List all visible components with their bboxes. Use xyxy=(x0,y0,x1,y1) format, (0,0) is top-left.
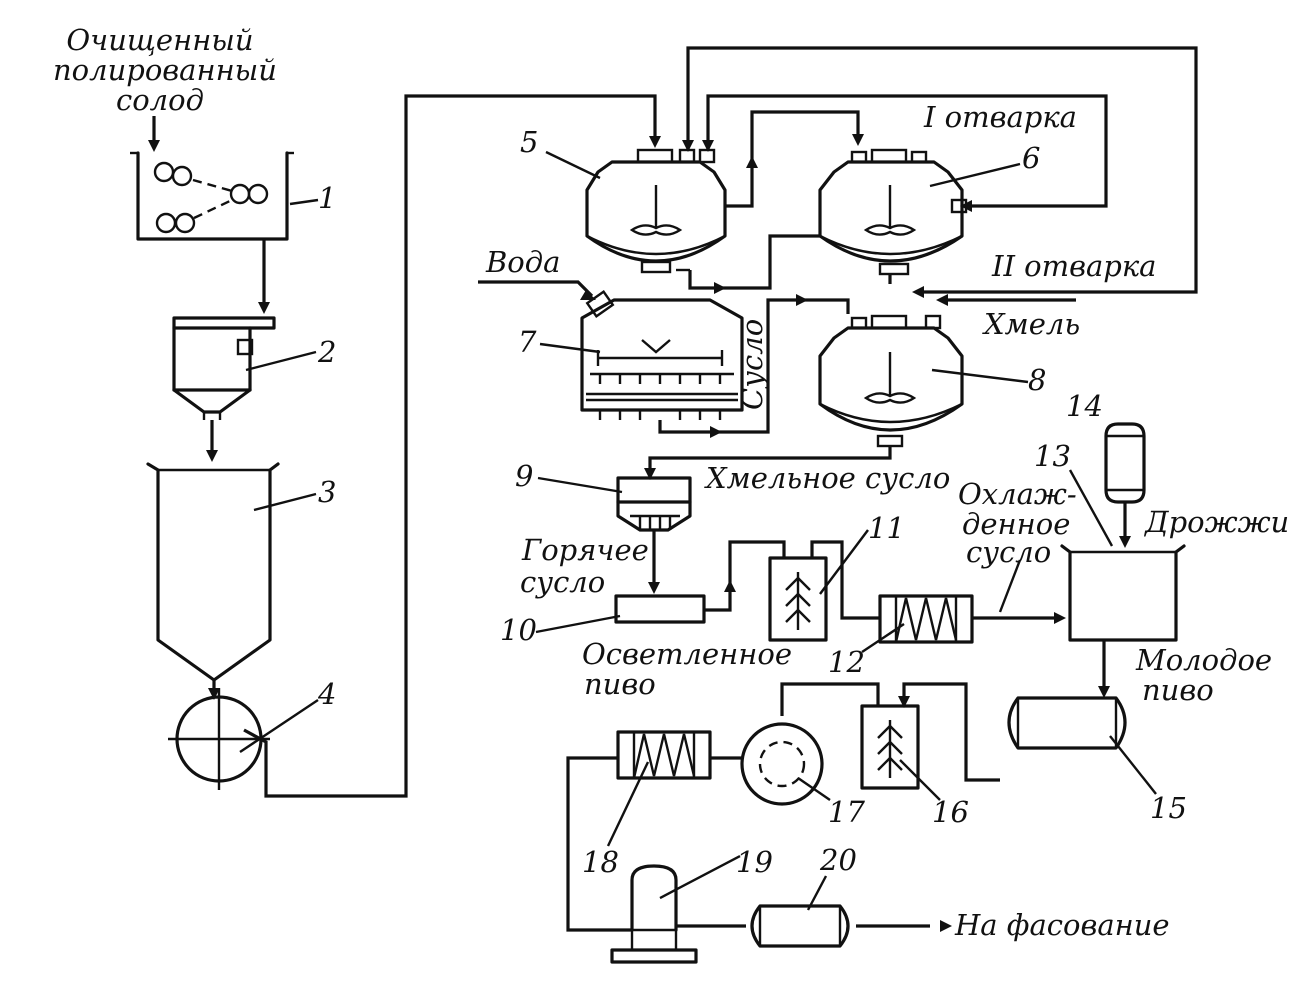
number-14: 14 xyxy=(1066,389,1103,423)
equipment-18-beer-cooler xyxy=(616,730,712,780)
number-15: 15 xyxy=(1150,791,1187,825)
label-hops: Хмель xyxy=(982,307,1080,341)
number-16: 16 xyxy=(932,795,969,829)
number-6: 6 xyxy=(1022,141,1040,175)
label-clarified-beer-line2: пиво xyxy=(584,667,656,701)
label-malt-line2: полированный xyxy=(53,53,277,87)
number-17: 17 xyxy=(828,795,865,829)
number-7: 7 xyxy=(518,325,537,359)
label-cooled-wort-line1: Охлаж- xyxy=(958,477,1077,511)
number-4: 4 xyxy=(317,677,336,711)
equipment-3-silo xyxy=(146,462,280,682)
label-hopped-wort: Хмельное сусло xyxy=(704,461,950,495)
number-19: 19 xyxy=(736,845,773,879)
equipment-20-bright-beer-tank xyxy=(750,904,850,948)
number-18: 18 xyxy=(582,845,619,879)
equipment-4-mill xyxy=(168,688,270,790)
equipment-5-mash-tun xyxy=(585,148,727,274)
number-5: 5 xyxy=(520,125,538,159)
number-8: 8 xyxy=(1028,363,1046,397)
equipment-2-hopper xyxy=(172,316,276,420)
number-11: 11 xyxy=(868,511,905,545)
equipment-7-lauter-tun xyxy=(580,290,744,420)
label-second-decoction: II отварка xyxy=(991,249,1156,283)
number-10: 10 xyxy=(500,613,537,647)
equipment-15-lager-tank xyxy=(1007,696,1127,750)
equipment-9-hop-separator xyxy=(616,476,692,532)
label-young-beer-line2: пиво xyxy=(1142,673,1214,707)
equipment-17-filter xyxy=(740,722,824,806)
label-yeast: Дрожжи xyxy=(1143,505,1289,539)
number-3: 3 xyxy=(318,475,336,509)
equipment-14-yeast-propagator xyxy=(1104,422,1146,504)
equipment-19-carbonator xyxy=(610,864,698,964)
flow-arrows xyxy=(148,134,1131,932)
label-wort: Сусло xyxy=(735,319,769,410)
equipment-10-hot-wort-tank xyxy=(614,594,706,624)
label-hot-wort-line1: Горячее xyxy=(521,533,649,567)
label-hot-wort-line2: сусло xyxy=(520,565,605,599)
label-water: Вода xyxy=(485,245,560,279)
equipment-16-beer-separator xyxy=(860,704,920,790)
label-cooled-wort-line2: денное xyxy=(962,507,1070,541)
label-malt-line1: Очищенный xyxy=(66,23,253,57)
label-cooled-wort-line3: сусло xyxy=(966,535,1051,569)
number-12: 12 xyxy=(828,645,865,679)
number-13: 13 xyxy=(1034,439,1071,473)
pipeline-network xyxy=(152,46,1198,932)
number-2: 2 xyxy=(317,335,336,369)
equipment-11-separator xyxy=(768,556,828,642)
equipment-1-malt-polisher xyxy=(130,151,294,241)
label-to-packaging: На фасование xyxy=(954,908,1170,942)
equipment-8-wort-kettle xyxy=(818,314,964,448)
number-20: 20 xyxy=(819,843,857,877)
number-1: 1 xyxy=(318,181,336,215)
equipment-6-mash-kettle xyxy=(818,148,968,276)
equipment-13-fermentation-tank xyxy=(1060,544,1186,642)
number-9: 9 xyxy=(515,459,533,493)
label-first-decoction: I отварка xyxy=(923,100,1077,134)
label-clarified-beer-line1: Осветленное xyxy=(582,637,792,671)
equipment-12-wort-cooler xyxy=(878,594,974,644)
label-young-beer-line1: Молодое xyxy=(1135,643,1272,677)
label-malt-line3: солод xyxy=(116,83,204,117)
